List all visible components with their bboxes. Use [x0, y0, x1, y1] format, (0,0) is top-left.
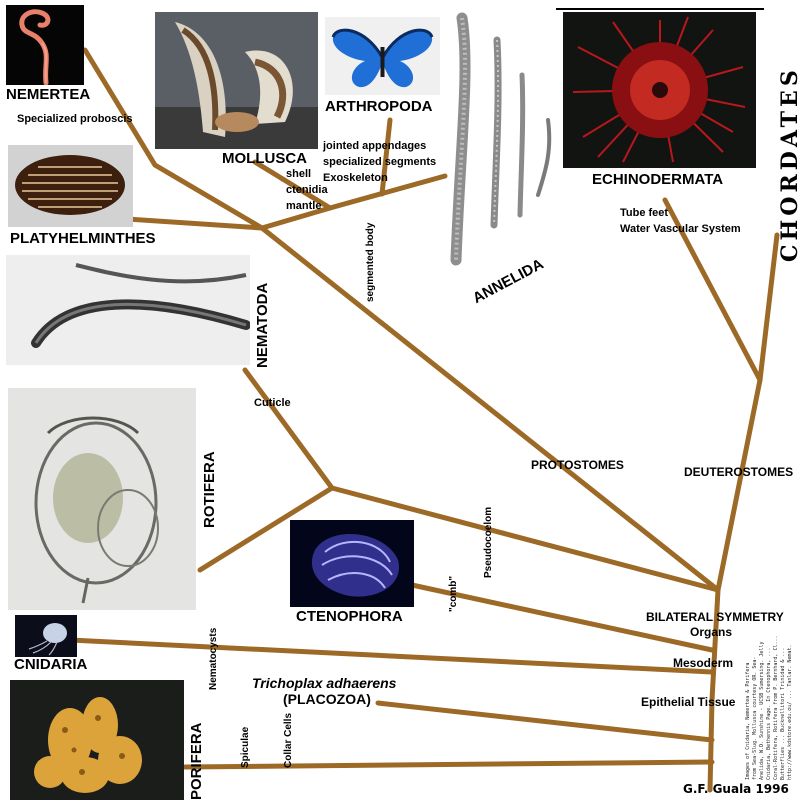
ctenophora-photo: [290, 520, 414, 607]
label-rotifera: ROTIFERA: [201, 451, 218, 528]
trait-segmented-body: segmented body: [365, 222, 376, 302]
trait-jointed-appendages: jointed appendages: [323, 140, 427, 152]
credit-line: Coral-Rotifera, Rotifera from P. Bernhar…: [773, 635, 779, 781]
branch-trunk-lower: [707, 697, 715, 793]
trait-mesoderm: Mesoderm: [673, 656, 734, 670]
label-cnidaria: CNIDARIA: [14, 656, 88, 673]
branch-pseudocoelom: [329, 485, 721, 593]
branch-nematoda: [242, 367, 335, 491]
title-underline: [556, 8, 764, 10]
trait-specialized-segments: specialized segments: [323, 156, 437, 168]
branch-chordates: [757, 232, 780, 383]
branch-platyhelminthes: [109, 215, 265, 231]
branch-trunk-middle: [709, 587, 721, 703]
label-echinodermata: ECHINODERMATA: [592, 171, 724, 188]
credit-line: from Sea-Slug. Mollusca courtesy OR. Sea…: [752, 656, 758, 780]
credit-line: Cnidaria, Bethennis Page. In Ctenophora,…: [766, 647, 772, 780]
trait-epithelial-tissue: Epithelial Tissue: [641, 695, 736, 709]
tree-branches: [67, 47, 780, 793]
credit-line: Anelida, W.D. Sunshine - UCSB Sumersing.…: [759, 641, 765, 780]
credit-author: G.F. Guala 1996: [683, 782, 789, 796]
trait-mollusca-ctenidia: ctenidia: [286, 184, 328, 196]
label-porifera: PORIFERA: [188, 722, 205, 800]
echinodermata-photo: [563, 12, 756, 168]
cnidaria-photo: [15, 615, 77, 657]
rotifera-photo: [8, 388, 196, 610]
trait-mollusca-shell: shell: [286, 168, 312, 180]
branch-placozoa: [375, 700, 715, 743]
trait-water-vascular-system: Water Vascular System: [620, 223, 741, 235]
trait-bilateral-symmetry: BILATERAL SYMMETRY: [646, 610, 784, 624]
label-mollusca: MOLLUSCA: [222, 150, 307, 167]
branch-cnidaria: [67, 637, 715, 675]
branch-rotifera: [197, 485, 335, 573]
porifera-photo: [10, 680, 184, 800]
trait-comb: "comb": [448, 575, 459, 612]
label-nematoda: NEMATODA: [254, 282, 271, 368]
trait-proboscis: Specialized proboscis: [17, 113, 133, 125]
label-ctenophora: CTENOPHORA: [296, 608, 403, 625]
branch-ctenophora: [409, 582, 715, 653]
branch-echinodermata: [662, 197, 763, 383]
branch-nemertea: [82, 47, 265, 231]
trait-collar-cells: Collar Cells: [283, 712, 294, 768]
credit-line: http://www.kdstore.edu.ou/ ... Tanlar. N…: [787, 644, 793, 780]
credit-line: Images of Cnidaria, Nemertea & Porifera: [745, 662, 751, 780]
label-arthropoda: ARTHROPODA: [325, 98, 433, 115]
label-placozoa: (PLACOZOA): [283, 691, 371, 707]
trait-nematocysts: Nematocysts: [208, 627, 219, 690]
branch-protostome-stem: [259, 225, 721, 593]
trait-cuticle: Cuticle: [254, 397, 291, 409]
trait-deuterostomes: DEUTEROSTOMES: [684, 465, 794, 479]
nemertea-photo: [6, 5, 84, 85]
branch-annelida: [327, 173, 448, 211]
branch-porifera: [182, 759, 715, 770]
branch-molluscs-annelida-stem: [259, 205, 333, 231]
branch-arthropoda: [379, 117, 393, 197]
branch-mollusca: [252, 159, 333, 211]
trait-tube-feet: Tube feet: [620, 207, 669, 219]
label-trichoplax: Trichoplax adhaerens: [252, 675, 397, 691]
arthropoda-photo: [325, 17, 440, 95]
label-platyhelminthes: PLATYHELMINTHES: [10, 230, 156, 247]
mollusca-photo: [155, 12, 318, 149]
credit-line: Butterflies ... Bucknellitori Trinidad &…: [780, 647, 786, 780]
trait-spiculae: Spiculae: [240, 726, 251, 768]
platyhelminthes-photo: [8, 145, 133, 227]
trait-organs: Organs: [690, 625, 733, 639]
annelida-photo: [442, 10, 560, 282]
trait-protostomes: PROTOSTOMES: [531, 458, 624, 472]
trait-exoskeleton: Exoskeleton: [323, 172, 388, 184]
trait-mollusca-mantle: mantle: [286, 200, 322, 212]
nematoda-photo: [6, 255, 250, 365]
branch-deuterostome-stem: [715, 377, 763, 593]
trait-pseudocoelom: Pseudocoelom: [483, 506, 494, 578]
label-nemertea: NEMERTEA: [6, 86, 91, 103]
title-chordates: CHORDATES: [777, 66, 800, 262]
